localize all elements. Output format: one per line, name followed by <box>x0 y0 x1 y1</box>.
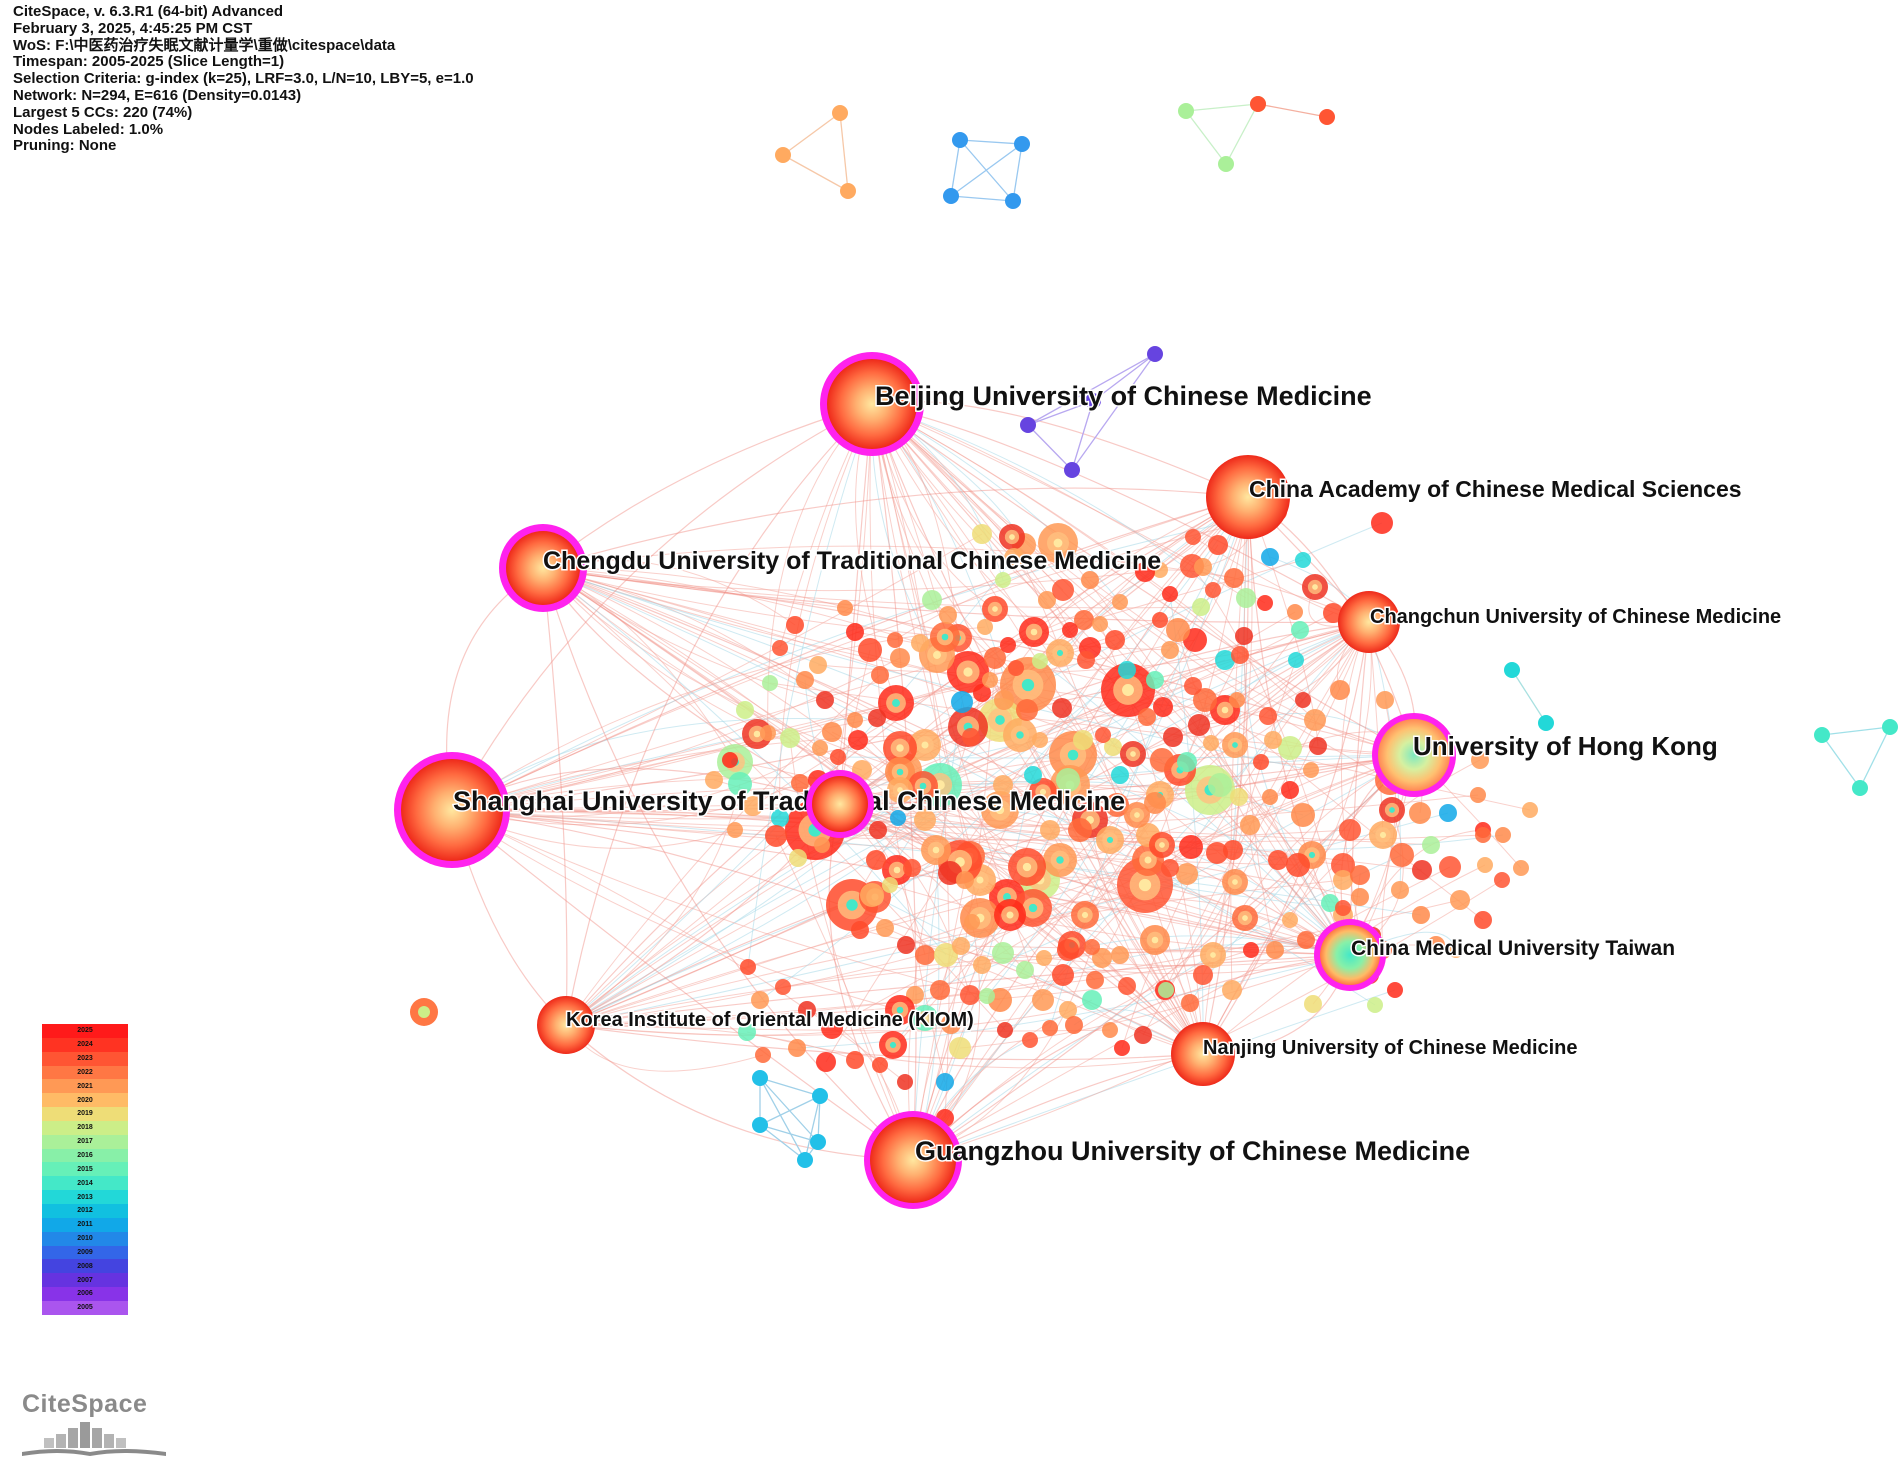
legend-year-2013: 2013 <box>42 1190 128 1204</box>
node-beijing[interactable]: Beijing University of Chinese Medicine <box>820 352 1373 456</box>
legend-year-2009: 2009 <box>42 1245 128 1260</box>
node-hku[interactable]: University of Hong Kong <box>1372 713 1719 797</box>
legend-year-2020: 2020 <box>42 1093 128 1108</box>
info-line-date: February 3, 2025, 4:45:25 PM CST <box>13 19 253 37</box>
logo-book-icon <box>22 1422 166 1456</box>
node-label-hku: University of Hong Kong <box>1413 731 1718 761</box>
node-core <box>1206 455 1290 539</box>
network-info-panel: CiteSpace, v. 6.3.R1 (64-bit) Advanced F… <box>13 3 474 155</box>
node-core <box>1378 719 1450 791</box>
legend-year-2011: 2011 <box>42 1217 128 1232</box>
legend-year-2005: 2005 <box>42 1300 128 1315</box>
node-label-beijing: Beijing University of Chinese Medicine <box>875 381 1372 411</box>
legend-year-2006: 2006 <box>42 1287 128 1301</box>
info-line-criteria: Selection Criteria: g-index (k=25), LRF=… <box>13 70 474 88</box>
node-label-chengdu: Chengdu University of Traditional Chines… <box>543 547 1161 575</box>
info-line-pruning: Pruning: None <box>13 137 117 155</box>
info-line-timespan: Timespan: 2005-2025 (Slice Length=1) <box>13 53 285 71</box>
node-core <box>870 1117 956 1203</box>
node-label-guangzhou: Guangzhou University of Chinese Medicine <box>915 1136 1470 1166</box>
info-line-labeled: Nodes Labeled: 1.0% <box>13 120 164 138</box>
legend-year-2014: 2014 <box>42 1176 128 1191</box>
node-core <box>812 776 868 832</box>
legend-year-2019: 2019 <box>42 1107 128 1121</box>
legend-year-2012: 2012 <box>42 1203 128 1218</box>
node-changchun[interactable]: Changchun University of Chinese Medicine <box>1338 591 1783 653</box>
citespace-logo: CiteSpace <box>18 1390 168 1460</box>
legend-year-2007: 2007 <box>42 1273 128 1288</box>
info-line-source: WoS: F:\中医药治疗失眠文献计量学\重做\citespace\data <box>13 36 396 54</box>
legend-year-2017: 2017 <box>42 1134 128 1149</box>
info-line-components: Largest 5 CCs: 220 (74%) <box>13 103 193 121</box>
node-core <box>506 531 580 605</box>
node-core <box>401 759 503 861</box>
node-label-nanjing: Nanjing University of Chinese Medicine <box>1203 1037 1578 1059</box>
node-cacms[interactable]: China Academy of Chinese Medical Science… <box>1206 455 1743 539</box>
node-label-kiom: Korea Institute of Oriental Medicine (KI… <box>566 1009 974 1031</box>
node-label-cacms: China Academy of Chinese Medical Science… <box>1249 476 1742 502</box>
node-kiom[interactable]: Korea Institute of Oriental Medicine (KI… <box>537 996 975 1054</box>
legend-year-2023: 2023 <box>42 1051 128 1066</box>
node-chengdu[interactable]: Chengdu University of Traditional Chines… <box>499 524 1163 612</box>
logo-wordmark: CiteSpace <box>22 1390 148 1418</box>
node-core <box>1338 591 1400 653</box>
node-nanjing[interactable]: Nanjing University of Chinese Medicine <box>1171 1022 1579 1086</box>
legend-year-2015: 2015 <box>42 1162 128 1177</box>
node-core <box>537 996 595 1054</box>
legend-year-2018: 2018 <box>42 1120 128 1135</box>
legend-year-2010: 2010 <box>42 1231 128 1246</box>
node-cmu-taiwan[interactable]: China Medical University Taiwan <box>1314 919 1677 991</box>
info-line-version: CiteSpace, v. 6.3.R1 (64-bit) Advanced <box>13 3 284 20</box>
node-label-shanghai: Shanghai University of Traditional Chine… <box>453 786 1125 816</box>
info-line-network: Network: N=294, E=616 (Density=0.0143) <box>13 86 302 104</box>
node-label-changchun: Changchun University of Chinese Medicine <box>1370 606 1781 628</box>
node-shanghai-secondary[interactable] <box>806 770 874 838</box>
legend-year-2022: 2022 <box>42 1065 128 1080</box>
node-label-cmu-taiwan: China Medical University Taiwan <box>1351 937 1675 960</box>
legend-year-2021: 2021 <box>42 1079 128 1094</box>
legend-year-2024: 2024 <box>42 1037 128 1052</box>
legend-year-2025: 2025 <box>42 1024 128 1038</box>
node-core <box>1171 1022 1235 1086</box>
node-guangzhou[interactable]: Guangzhou University of Chinese Medicine <box>864 1111 1472 1209</box>
legend-year-2016: 2016 <box>42 1148 128 1163</box>
legend-year-2008: 2008 <box>42 1259 128 1274</box>
node-core <box>1320 925 1380 985</box>
node-core <box>827 359 917 449</box>
node-shanghai[interactable]: Shanghai University of Traditional Chine… <box>394 752 1127 868</box>
